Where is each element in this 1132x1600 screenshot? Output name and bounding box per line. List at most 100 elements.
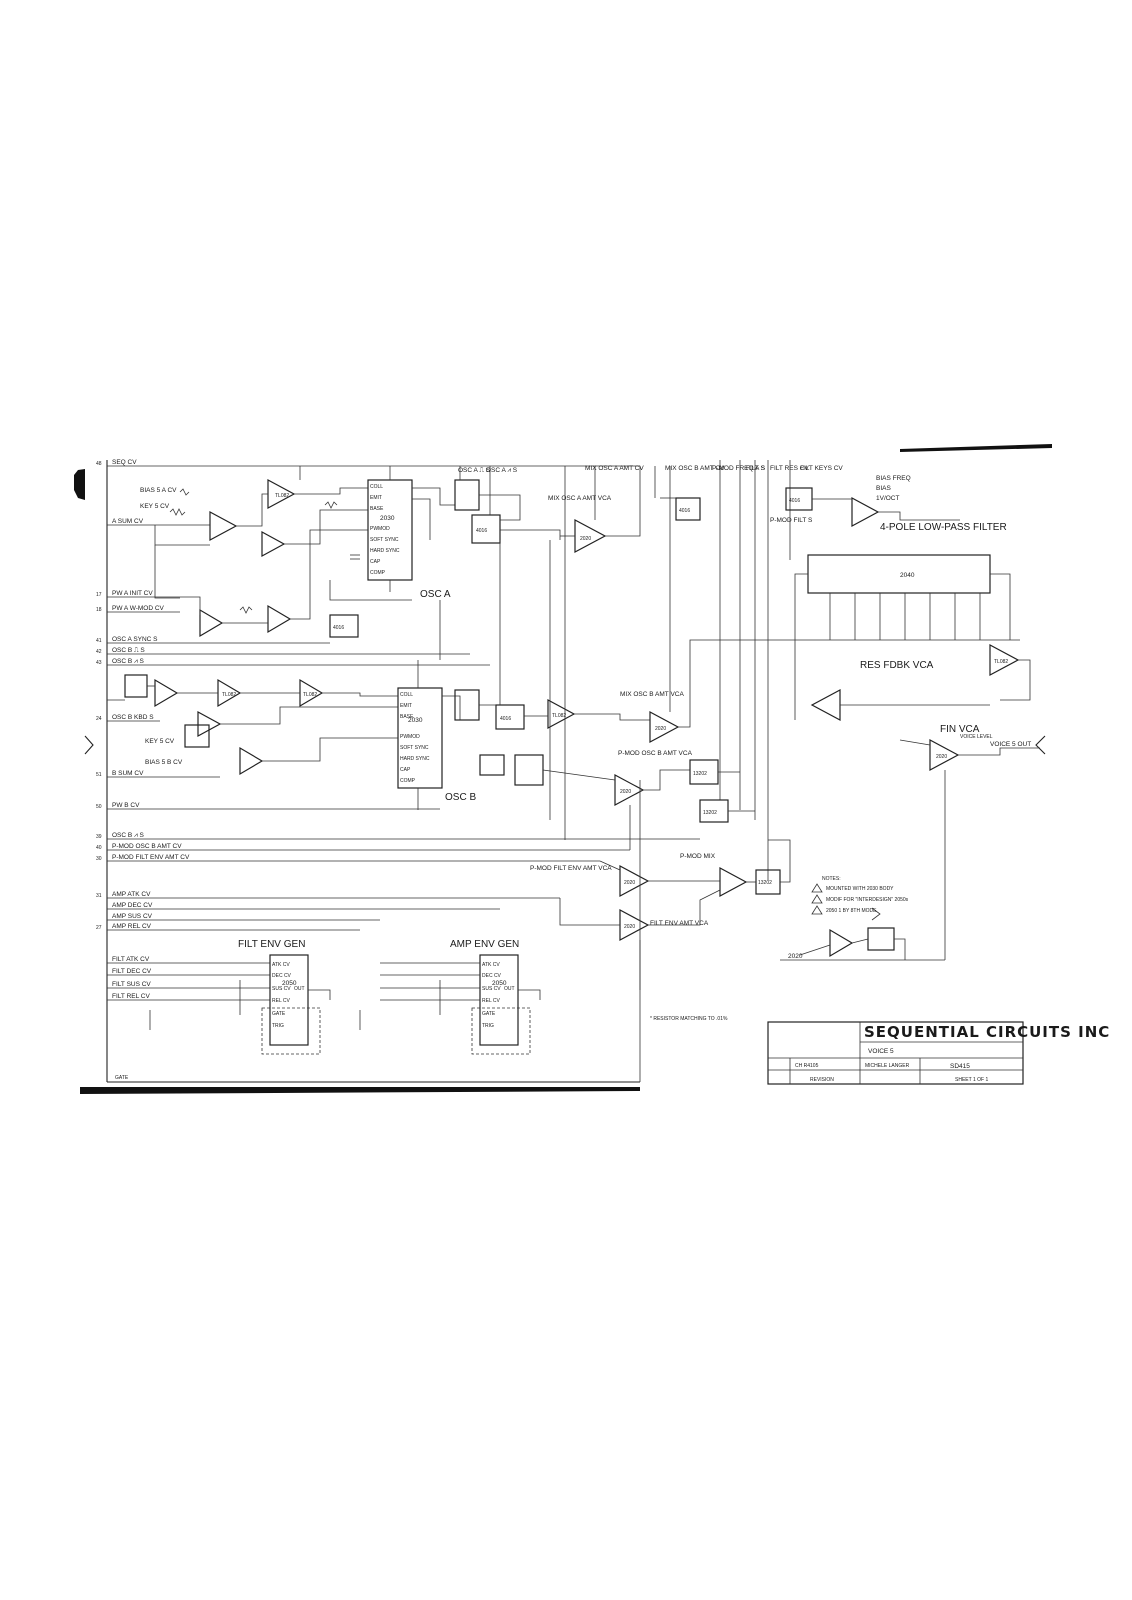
input-amp-rel: 27 AMP REL CV xyxy=(96,923,360,931)
svg-text:COMP: COMP xyxy=(370,570,386,576)
svg-text:PW B CV: PW B CV xyxy=(112,802,140,809)
svg-text:2020: 2020 xyxy=(580,536,591,542)
filter-section: 4-POLE LOW-PASS FILTER 2040 xyxy=(760,522,1020,720)
svg-text:2030: 2030 xyxy=(380,515,395,522)
svg-text:31: 31 xyxy=(96,893,102,899)
svg-text:17: 17 xyxy=(96,592,102,598)
opamp-pw-a-1 xyxy=(199,608,224,638)
filter-chip xyxy=(807,554,991,594)
svg-text:ATK CV: ATK CV xyxy=(482,962,500,968)
input-filt-dec: FILT DEC CV xyxy=(107,968,270,976)
svg-text:SUS CV: SUS CV xyxy=(482,986,501,992)
svg-text:BIAS: BIAS xyxy=(876,485,891,492)
svg-text:OUT: OUT xyxy=(294,986,305,992)
svg-text:MIX OSC B AMT CV: MIX OSC B AMT CV xyxy=(665,465,725,472)
filt-env-chip xyxy=(269,954,309,1046)
opamp-a-2 xyxy=(261,530,286,558)
svg-text:P-MOD FILT ENV AMT CV: P-MOD FILT ENV AMT CV xyxy=(112,854,190,861)
svg-text:OUT: OUT xyxy=(504,986,515,992)
fin-vca: FIN VCA 2020 VOICE 5 OUT VOICE LEVEL xyxy=(780,724,1040,961)
svg-text:BIAS FREQ: BIAS FREQ xyxy=(876,475,911,482)
input-filt-atk: FILT ATK CV xyxy=(107,956,270,964)
pmod-filt-env-opamp xyxy=(619,864,650,898)
svg-text:2050: 2050 xyxy=(492,980,507,987)
pmod-osc-b-vca: P-MOD OSC B AMT VCA 2020 13202 13202 xyxy=(542,750,755,850)
input-amp-sus: AMP SUS CV xyxy=(107,913,380,921)
svg-text:4016: 4016 xyxy=(333,625,344,631)
sheet-title: VOICE 5 xyxy=(868,1048,894,1055)
svg-text:TRIG: TRIG xyxy=(272,1023,284,1029)
gate-detector: 2020 xyxy=(788,927,906,960)
filter-output-opamp xyxy=(989,643,1020,677)
svg-text:13202: 13202 xyxy=(703,810,717,816)
svg-text:MICHELE LANGER: MICHELE LANGER xyxy=(865,1063,910,1069)
svg-text:4-POLE LOW-PASS FILTER: 4-POLE LOW-PASS FILTER xyxy=(880,522,1007,533)
osc-a-switch xyxy=(454,479,480,511)
input-list: 48 SEQ CV BIAS 5 A CV KEY 5 CV A SUM CV … xyxy=(96,459,700,1001)
svg-text:TL082: TL082 xyxy=(303,692,317,698)
input-a-sum: A SUM CV xyxy=(107,518,210,526)
svg-text:2030: 2030 xyxy=(408,717,423,724)
svg-text:OSC A ⩘ S: OSC A ⩘ S xyxy=(486,467,518,474)
svg-text:41: 41 xyxy=(96,638,102,644)
svg-text:PWMOD: PWMOD xyxy=(370,526,390,532)
svg-text:FILT REL CV: FILT REL CV xyxy=(112,993,150,1000)
osc-b-4066 xyxy=(124,674,148,698)
pmod-mix-opamp xyxy=(719,866,748,898)
osc-a-region: TL082 2030 COLL EMIT BASE PWMOD SOFT SYN… xyxy=(154,466,455,638)
input-bias-b: BIAS 5 B CV xyxy=(145,759,183,766)
opamp-b-mix xyxy=(547,698,576,730)
svg-text:DEC CV: DEC CV xyxy=(272,973,292,979)
svg-text:OSC B KBD S: OSC B KBD S xyxy=(112,714,154,721)
input-pmod-filt-env: 30 P-MOD FILT ENV AMT CV xyxy=(96,854,600,862)
svg-text:COLL: COLL xyxy=(400,692,413,698)
gate-opamp xyxy=(829,928,854,958)
svg-text:2050 1 BY 8TH MODE: 2050 1 BY 8TH MODE xyxy=(826,908,877,914)
svg-text:COLL: COLL xyxy=(370,484,383,490)
filter-input-opamp xyxy=(851,496,880,528)
gate-label: GATE xyxy=(115,1075,129,1081)
svg-text:24: 24 xyxy=(96,716,102,722)
arrow-right-icon xyxy=(1035,735,1046,755)
svg-text:AMP ATK CV: AMP ATK CV xyxy=(112,891,151,898)
svg-text:REL CV: REL CV xyxy=(272,998,291,1004)
pmod-filt-env-vca: P-MOD FILT ENV AMT VCA 2020 P-MOD MIX 13… xyxy=(530,839,791,898)
svg-text:VOICE LEVEL: VOICE LEVEL xyxy=(960,734,993,740)
svg-text:39: 39 xyxy=(96,834,102,840)
svg-text:FILT ENV AMT VCA: FILT ENV AMT VCA xyxy=(650,920,709,927)
opamp-b-1 xyxy=(154,678,179,708)
title-block: SEQUENTIAL CIRCUITS INC VOICE 5 MICHELE … xyxy=(767,1021,1109,1085)
svg-text:2020: 2020 xyxy=(655,726,666,732)
svg-text:51: 51 xyxy=(96,772,102,778)
svg-text:PW A W-MOD CV: PW A W-MOD CV xyxy=(112,605,165,612)
osc-b-4066-b xyxy=(184,724,210,748)
scan-edge-top xyxy=(900,444,1052,452)
input-osc-b-tri: 43 OSC B ⩘ S xyxy=(96,658,490,666)
svg-text:27: 27 xyxy=(96,925,102,931)
opamp-a-sum xyxy=(209,510,238,542)
svg-text:GATE: GATE xyxy=(482,1011,496,1017)
svg-text:2020: 2020 xyxy=(788,953,803,960)
osc-a-4016 xyxy=(329,614,359,638)
res-fdbk-vca: RES FDBK VCA TL082 xyxy=(810,643,1031,722)
mix-osc-b-box xyxy=(675,497,701,521)
svg-text:P-MOD OSC B AMT VCA: P-MOD OSC B AMT VCA xyxy=(618,750,693,757)
svg-text:TL082: TL082 xyxy=(275,493,289,499)
svg-text:REVISION: REVISION xyxy=(810,1077,834,1083)
svg-text:OSC B ⎍ S: OSC B ⎍ S xyxy=(112,647,145,654)
input-key-a: KEY 5 CV xyxy=(140,503,170,510)
svg-text:SOFT SYNC: SOFT SYNC xyxy=(400,745,429,751)
svg-text:MIX OSC A AMT CV: MIX OSC A AMT CV xyxy=(585,465,644,472)
input-osc-b-tri-2: 39 OSC B ⩘ S xyxy=(96,832,700,840)
osc-b-switch xyxy=(454,689,480,721)
svg-text:KEY 5 CV: KEY 5 CV xyxy=(140,503,170,510)
svg-text:SUS CV: SUS CV xyxy=(272,986,291,992)
drawing-number: SD415 xyxy=(950,1063,970,1070)
svg-text:FILT KEYS CV: FILT KEYS CV xyxy=(800,465,843,472)
svg-text:FILT ENV GEN: FILT ENV GEN xyxy=(238,939,305,950)
osc-b-4016 xyxy=(495,704,525,730)
input-osc-a-sync: 41 OSC A SYNC S xyxy=(96,636,330,644)
svg-text:CAP: CAP xyxy=(370,559,381,565)
svg-text:A SUM CV: A SUM CV xyxy=(112,518,144,525)
svg-text:2020: 2020 xyxy=(936,754,947,760)
